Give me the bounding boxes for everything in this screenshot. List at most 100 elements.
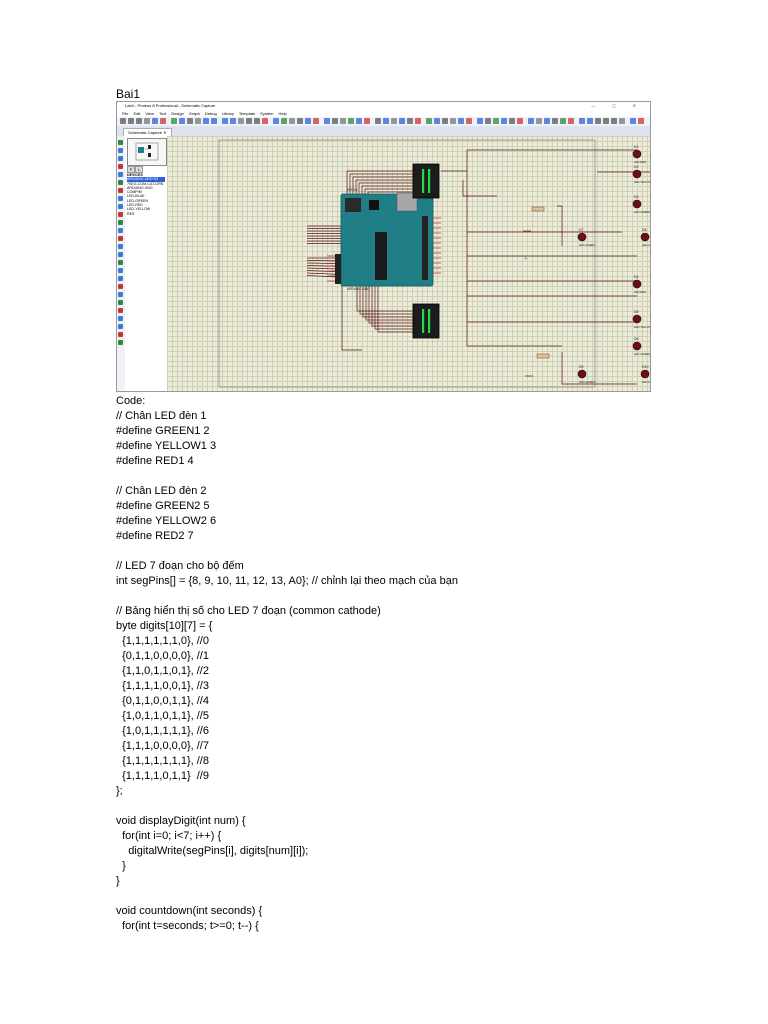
toolbar-tool-icon[interactable] [179, 118, 185, 124]
toolbar-tool-icon[interactable] [324, 118, 330, 124]
mode-tool-icon[interactable] [118, 156, 123, 161]
library-button[interactable]: L [135, 166, 143, 173]
toolbar-tool-icon[interactable] [595, 118, 601, 124]
mode-tool-icon[interactable] [118, 244, 123, 249]
mode-tool-icon[interactable] [118, 196, 123, 201]
toolbar-tool-icon[interactable] [485, 118, 491, 124]
mode-tool-icon[interactable] [118, 252, 123, 257]
toolbar-tool-icon[interactable] [544, 118, 550, 124]
toolbar-tool-icon[interactable] [262, 118, 268, 124]
mode-tool-icon[interactable] [118, 292, 123, 297]
mode-tool-icon[interactable] [118, 284, 123, 289]
mode-tool-icon[interactable] [118, 148, 123, 153]
toolbar-tool-icon[interactable] [528, 118, 534, 124]
toolbar-tool-icon[interactable] [391, 118, 397, 124]
toolbar-tool-icon[interactable] [560, 118, 566, 124]
mode-tool-icon[interactable] [118, 316, 123, 321]
toolbar-tool-icon[interactable] [203, 118, 209, 124]
menu-item-view[interactable]: View [145, 111, 154, 116]
toolbar-tool-icon[interactable] [246, 118, 252, 124]
toolbar-tool-icon[interactable] [289, 118, 295, 124]
mode-tool-icon[interactable] [118, 220, 123, 225]
mode-tool-icon[interactable] [118, 180, 123, 185]
mode-tool-icon[interactable] [118, 300, 123, 305]
toolbar-tool-icon[interactable] [407, 118, 413, 124]
toolbar-tool-icon[interactable] [222, 118, 228, 124]
toolbar-tool-icon[interactable] [120, 118, 126, 124]
pick-device-button[interactable]: P [127, 166, 135, 173]
toolbar-tool-icon[interactable] [477, 118, 483, 124]
toolbar-tool-icon[interactable] [375, 118, 381, 124]
toolbar-tool-icon[interactable] [230, 118, 236, 124]
toolbar-tool-icon[interactable] [383, 118, 389, 124]
toolbar-tool-icon[interactable] [160, 118, 166, 124]
mode-tool-icon[interactable] [118, 276, 123, 281]
mode-tool-icon[interactable] [118, 228, 123, 233]
toolbar-tool-icon[interactable] [450, 118, 456, 124]
toolbar-tool-icon[interactable] [517, 118, 523, 124]
toolbar-tool-icon[interactable] [297, 118, 303, 124]
toolbar-tool-icon[interactable] [493, 118, 499, 124]
toolbar-tool-icon[interactable] [552, 118, 558, 124]
toolbar-tool-icon[interactable] [638, 118, 644, 124]
toolbar-tool-icon[interactable] [195, 118, 201, 124]
menu-item-library[interactable]: Library [221, 111, 234, 116]
toolbar-tool-icon[interactable] [348, 118, 354, 124]
toolbar-tool-icon[interactable] [281, 118, 287, 124]
mode-tool-icon[interactable] [118, 172, 123, 177]
device-list-item[interactable]: RES [127, 211, 135, 216]
menu-item-edit[interactable]: Edit [133, 111, 141, 116]
toolbar-tool-icon[interactable] [466, 118, 472, 124]
toolbar-tool-icon[interactable] [211, 118, 217, 124]
device-list-item[interactable]: 7SEG-COM-CAT-GRN [127, 181, 164, 186]
menu-item-tool[interactable]: Tool [158, 111, 167, 116]
mode-tool-icon[interactable] [118, 188, 123, 193]
mode-tool-icon[interactable] [118, 332, 123, 337]
device-list-item[interactable]: LED-BLUE [127, 194, 145, 199]
menu-item-template[interactable]: Template [238, 111, 256, 116]
mode-tool-icon[interactable] [118, 340, 123, 345]
mode-tool-icon[interactable] [118, 212, 123, 217]
toolbar-tool-icon[interactable] [630, 118, 636, 124]
mode-tool-icon[interactable] [118, 260, 123, 265]
close-icon[interactable]: ✕ [163, 130, 167, 135]
toolbar-tool-icon[interactable] [254, 118, 260, 124]
toolbar-tool-icon[interactable] [364, 118, 370, 124]
toolbar-tool-icon[interactable] [332, 118, 338, 124]
toolbar-tool-icon[interactable] [415, 118, 421, 124]
toolbar-tool-icon[interactable] [340, 118, 346, 124]
mode-tool-icon[interactable] [118, 268, 123, 273]
toolbar-tool-icon[interactable] [579, 118, 585, 124]
mode-tool-icon[interactable] [118, 236, 123, 241]
tab-schematic-capture[interactable]: Schematic Capture ✕ [123, 128, 172, 137]
toolbar-tool-icon[interactable] [603, 118, 609, 124]
toolbar-tool-icon[interactable] [152, 118, 158, 124]
menu-item-file[interactable]: File [122, 111, 129, 116]
overview-window[interactable] [127, 138, 167, 166]
device-list-item[interactable]: LED-RED [127, 203, 143, 208]
toolbar-tool-icon[interactable] [458, 118, 464, 124]
toolbar-tool-icon[interactable] [273, 118, 279, 124]
toolbar-tool-icon[interactable] [509, 118, 515, 124]
device-list-item[interactable]: COMPIM [127, 190, 142, 195]
window-controls[interactable]: — ◻ ✕ [591, 103, 644, 108]
device-list-item[interactable]: LED-GREEN [127, 198, 148, 203]
toolbar-tool-icon[interactable] [305, 118, 311, 124]
toolbar-tool-icon[interactable] [187, 118, 193, 124]
toolbar-tool-icon[interactable] [587, 118, 593, 124]
toolbar-tool-icon[interactable] [501, 118, 507, 124]
toolbar-tool-icon[interactable] [128, 118, 134, 124]
mode-tool-icon[interactable] [118, 308, 123, 313]
toolbar-tool-icon[interactable] [442, 118, 448, 124]
mode-tool-icon[interactable] [118, 324, 123, 329]
menu-item-help[interactable]: Help [278, 111, 287, 116]
toolbar-tool-icon[interactable] [144, 118, 150, 124]
mode-tool-icon[interactable] [118, 164, 123, 169]
device-list-item[interactable]: ARDUINO UNO [127, 185, 153, 190]
menu-item-debug[interactable]: Debug [204, 111, 217, 116]
menu-item-system[interactable]: System [260, 111, 274, 116]
toolbar-tool-icon[interactable] [313, 118, 319, 124]
toolbar-tool-icon[interactable] [611, 118, 617, 124]
toolbar-tool-icon[interactable] [171, 118, 177, 124]
